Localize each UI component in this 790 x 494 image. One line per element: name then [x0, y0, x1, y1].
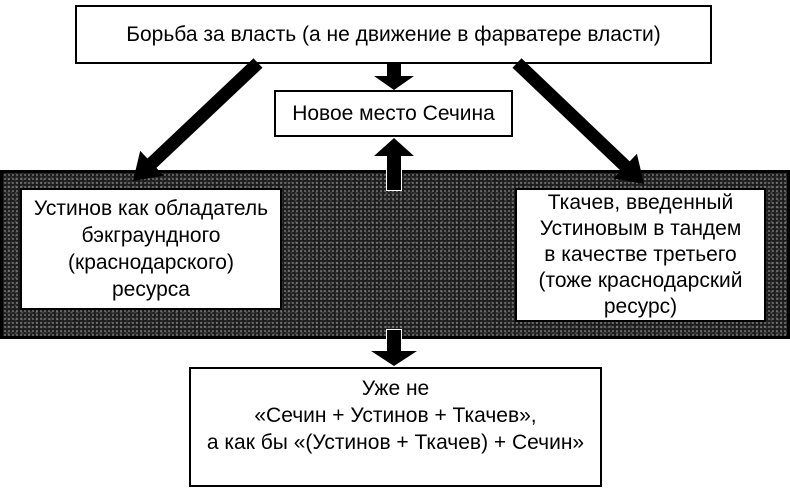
box-sechin-new-place: Новое место Сечина: [274, 90, 513, 137]
box-text-line: а как бы «(Устинов + Ткачев) + Сечин»: [206, 431, 585, 454]
box-formula-result: Уже не «Сечин + Устинов + Ткачев», а как…: [189, 367, 602, 487]
box-text-line: Ткачев, введенный: [547, 191, 734, 214]
box-text-line: Уже не: [361, 377, 430, 400]
box-power-struggle: Борьба за власть (а не движение в фарват…: [75, 5, 712, 64]
box-text-line: «Сечин + Устинов + Ткачев»,: [254, 404, 537, 427]
box-text-line: (тоже краснодарский: [538, 269, 743, 292]
arrow-down-top-to-center-icon: [374, 64, 414, 90]
box-text-line: Устиновым в тандем: [539, 217, 742, 240]
box-text-line: ресурса: [112, 278, 190, 301]
box-tkachev-tandem: Ткачев, введенный Устиновым в тандем в к…: [515, 188, 766, 322]
box-text-line: в качестве третьего: [544, 243, 737, 266]
box-text-line: бэкграундного: [81, 224, 221, 247]
box-text-line: ресурс): [603, 295, 678, 318]
box-text-line: (краснодарского): [68, 251, 234, 274]
box-ustinov-resource: Устинов как обладатель бэкграундного (кр…: [20, 188, 282, 310]
box-text: Борьба за власть (а не движение в фарват…: [126, 22, 661, 46]
box-text: Новое место Сечина: [292, 101, 495, 125]
arrow-diagonal-top-to-right-icon: [512, 58, 644, 184]
box-text-line: Устинов как обладатель: [33, 197, 269, 220]
arrow-diagonal-top-to-left-icon: [133, 58, 263, 181]
